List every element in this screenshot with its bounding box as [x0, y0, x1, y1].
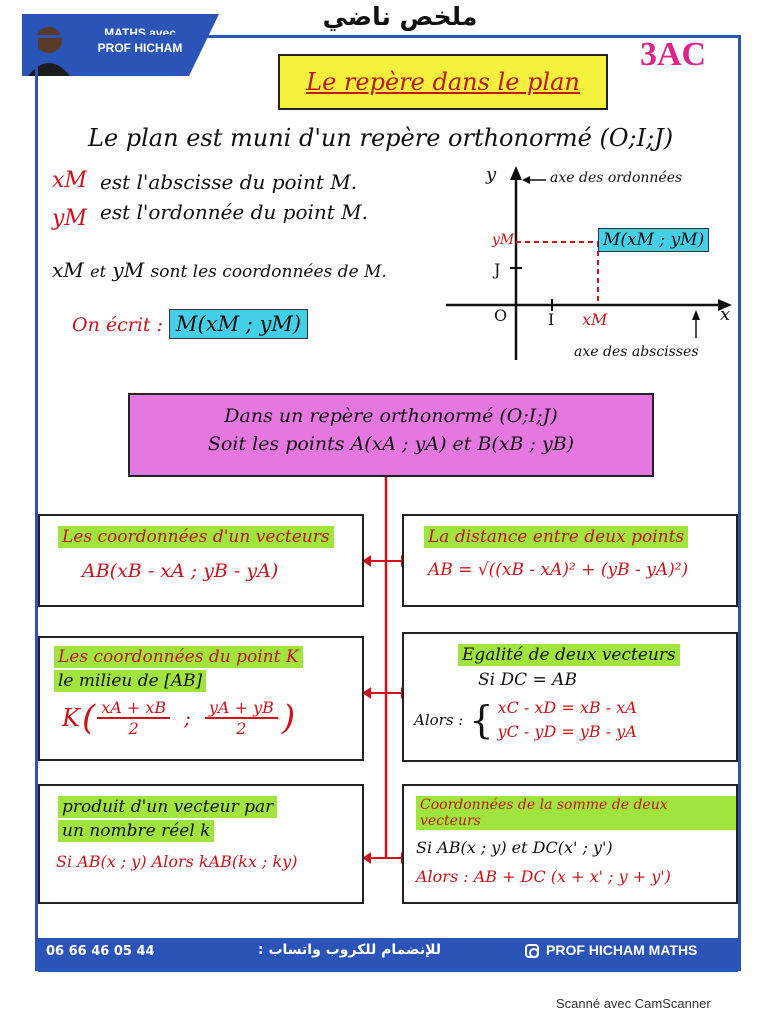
equality-result: Alors : { xC - xD = xB - xA yC - yD = yB…	[414, 698, 637, 742]
scanner-watermark: Scanné avec CamScanner	[556, 996, 711, 1011]
avatar	[36, 27, 62, 53]
box-scalar-product: produit d'un vecteur par un nombre réel …	[38, 784, 364, 904]
badge-line-2: PROF HICHAM	[97, 41, 183, 55]
equality-eq-x: xC - xD = xB - xA	[497, 698, 637, 717]
x-axis-arrow	[718, 299, 732, 311]
ym-label: yM	[492, 232, 515, 248]
sum-result: Alors : AB + DC (x + x' ; y + y')	[416, 867, 671, 886]
coords-ym: yM	[112, 258, 145, 282]
i-label: I	[548, 310, 555, 329]
box-scalar-heading-2: un nombre réel k	[58, 820, 215, 842]
level-label: 3AC	[640, 36, 707, 73]
point-m-label: M(xM ; yM)	[598, 228, 710, 252]
distance-formula: AB = √((xB - xA)² + (yB - yA)²)	[428, 560, 689, 580]
xm-definition: est l'abscisse du point M.	[100, 170, 358, 194]
midpoint-num-y: yA + yB	[204, 698, 278, 719]
sum-condition: Si AB(x ; y) et DC(x' ; y')	[416, 838, 613, 857]
arabic-title: ملخص ناضي	[322, 2, 478, 31]
equality-condition: Si DC = AB	[478, 670, 577, 690]
page-title-text: Le repère dans le plan	[306, 68, 580, 96]
vector-formula: AB(xB - xA ; yB - yA)	[82, 560, 279, 582]
y-letter: y	[486, 164, 497, 185]
origin-label: O	[494, 306, 508, 325]
coords-et: et	[90, 262, 107, 281]
scalar-formula: Si AB(x ; y) Alors kAB(kx ; ky)	[56, 852, 298, 871]
coordinate-system	[446, 166, 732, 360]
midpoint-formula: K ( xA + xB 2 ; yA + yB 2 )	[62, 698, 296, 738]
hypothesis-line-2: Soit les points A(xA ; yA) et B(xB ; yB)	[207, 433, 575, 455]
instagram-icon	[525, 944, 539, 958]
page-title: Le repère dans le plan	[278, 54, 608, 110]
box-distance: La distance entre deux points AB = √((xB…	[402, 514, 738, 607]
hypothesis-box: Dans un repère orthonormé (O;I;J) Soit l…	[128, 393, 654, 477]
footer-bar	[38, 938, 738, 972]
footer-phone: 06 66 46 05 44	[46, 944, 155, 959]
box-vector-heading: Les coordonnées d'un vecteurs	[58, 526, 334, 548]
equality-eq-y: yC - yD = yB - yA	[497, 722, 637, 741]
xm-symbol: xM	[52, 168, 87, 193]
midpoint-den-x: 2	[128, 719, 139, 738]
box-midpoint-heading: Les coordonnées du point K	[54, 646, 303, 668]
y-axis-arrow	[510, 166, 522, 180]
box-vector-coordinates: Les coordonnées d'un vecteurs AB(xB - xA…	[38, 514, 364, 607]
notation-highlight: M(xM ; yM)	[169, 309, 309, 339]
hypothesis-line-1: Dans un repère orthonormé (O;I;J)	[224, 405, 558, 427]
teacher-badge	[22, 14, 219, 76]
midpoint-k: K	[62, 704, 80, 732]
box-midpoint-sub: le milieu de [AB]	[54, 670, 207, 692]
coords-text: sont les coordonnées de M.	[150, 262, 387, 282]
x-letter: x	[720, 304, 731, 325]
midpoint-num-x: xA + xB	[97, 698, 171, 719]
ym-definition: est l'ordonnée du point M.	[100, 200, 369, 224]
box-vector-sum: Coordonnées de la somme de deux vecteurs…	[402, 784, 738, 904]
on-ecrit: On écrit : M(xM ; yM)	[72, 309, 309, 339]
j-label: J	[494, 260, 501, 279]
box-midpoint: Les coordonnées du point K le milieu de …	[38, 636, 364, 761]
box-distance-heading: La distance entre deux points	[424, 526, 689, 548]
box-scalar-heading-1: produit d'un vecteur par	[58, 796, 278, 818]
y-axis-label: axe des ordonnées	[550, 170, 683, 186]
equality-alors: Alors :	[414, 711, 464, 729]
box-equality-heading: Egalité de deux vecteurs	[458, 644, 680, 666]
on-ecrit-label: On écrit :	[72, 314, 163, 336]
midpoint-den-y: 2	[236, 719, 247, 738]
footer-whatsapp-text: للإنضمام للكروب واتساب :	[258, 942, 441, 958]
box-equality: Egalité de deux vecteurs Si DC = AB Alor…	[402, 632, 738, 762]
xm-label: xM	[582, 310, 608, 329]
coords-xm: xM	[52, 258, 84, 282]
ym-symbol: yM	[52, 206, 87, 231]
intro-line: Le plan est muni d'un repère orthonormé …	[88, 124, 674, 152]
x-axis-label: axe des abscisses	[574, 344, 699, 360]
footer-social: PROF HICHAM MATHS	[546, 942, 698, 958]
coords-line: xM et yM sont les coordonnées de M.	[52, 258, 387, 282]
box-sum-heading: Coordonnées de la somme de deux vecteurs	[416, 796, 736, 830]
